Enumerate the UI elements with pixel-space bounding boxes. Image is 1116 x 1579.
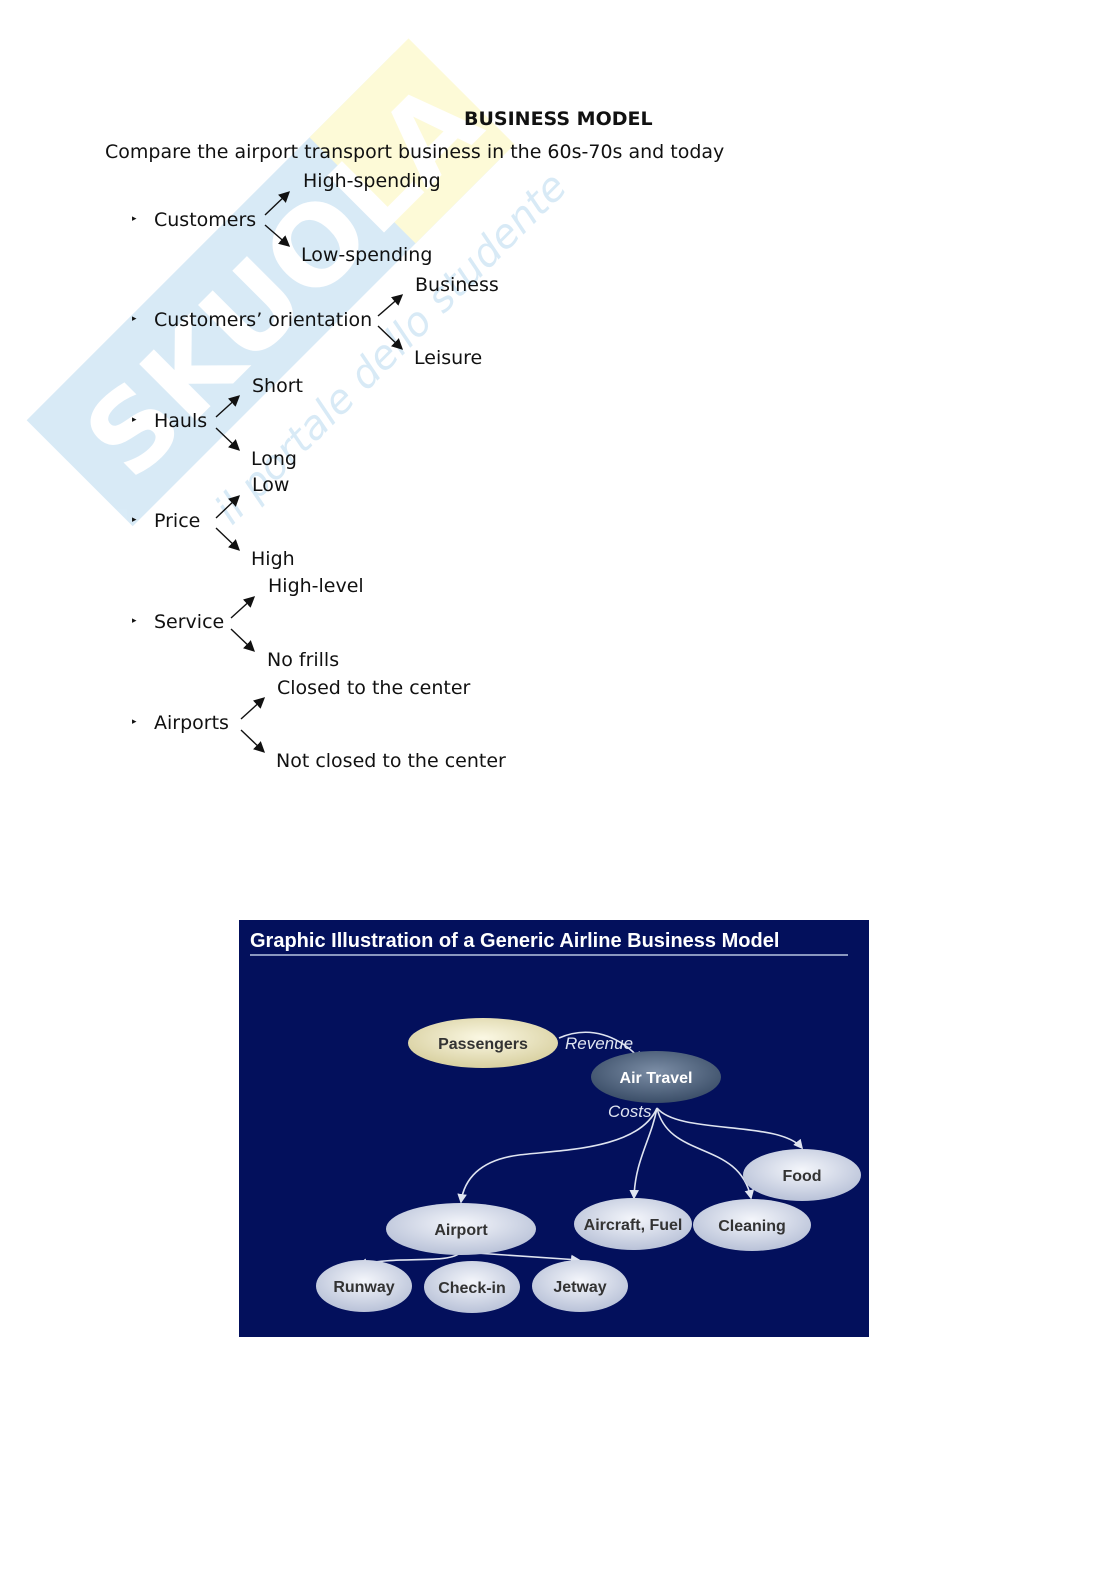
svg-text:Food: Food [782,1168,821,1185]
bullet-icon: ▸ [132,415,137,425]
branch-up: High-level [268,575,364,597]
bullet-icon: ▸ [132,616,137,626]
airline-business-model-figure: Graphic Illustration of a Generic Airlin… [239,920,869,1337]
node-checkin: Check-in [424,1261,520,1313]
bullet-icon: ▸ [132,214,137,224]
arrow-down-icon [264,224,291,247]
svg-text:Cleaning: Cleaning [718,1218,786,1235]
svg-text:Passengers: Passengers [438,1036,528,1053]
arrow-up-icon [215,495,241,519]
intro-text: Compare the airport transport business i… [105,141,725,163]
branch-down: No frills [267,649,340,671]
node-food: Food [743,1149,861,1201]
svg-text:Jetway: Jetway [553,1279,606,1296]
branch-up: Closed to the center [277,677,471,699]
branch-down: Not closed to the center [276,750,506,772]
arrow-up-icon [240,697,266,720]
item-label: Hauls [154,410,208,432]
branch-up: High-spending [303,170,441,192]
node-airport: Airport [386,1203,536,1255]
page-title: BUSINESS MODEL [464,108,653,130]
node-cleaning: Cleaning [693,1199,811,1251]
item-label: Service [154,611,225,633]
figure-title: Graphic Illustration of a Generic Airlin… [250,930,779,952]
node-aircraft-fuel: Aircraft, Fuel [574,1198,692,1250]
branch-arrows [215,191,404,753]
arrow-up-icon [377,294,404,317]
arrow-up-icon [264,191,291,216]
branch-down: High [251,548,295,570]
svg-text:Runway: Runway [333,1279,394,1296]
node-jetway: Jetway [532,1260,628,1312]
svg-text:Aircraft, Fuel: Aircraft, Fuel [584,1217,683,1234]
item-label: Airports [154,712,229,734]
bullet-icon: ▸ [132,717,137,727]
arrow-down-icon [240,729,266,753]
arrow-down-icon [377,325,404,350]
revenue-label: Revenue [565,1034,633,1053]
item-label: Price [154,510,201,532]
branch-up: Business [415,274,499,296]
arrow-down-icon [230,628,256,652]
bullet-icon: ▸ [132,515,137,525]
arrow-up-icon [230,596,256,619]
branch-down: Long [251,448,297,470]
branch-up: Short [252,375,303,397]
arrow-down-icon [215,427,241,451]
node-air-travel: Air Travel [591,1051,721,1103]
branch-down: Low-spending [301,244,433,266]
item-label: Customers [154,209,257,231]
arrow-up-icon [215,395,241,418]
costs-label: Costs [608,1102,652,1121]
node-passengers: Passengers [408,1018,558,1068]
node-runway: Runway [316,1260,412,1312]
svg-text:Check-in: Check-in [438,1280,506,1297]
item-label: Customers’ orientation [154,309,373,331]
arrow-down-icon [215,527,241,551]
branch-up: Low [252,474,290,496]
svg-text:Air Travel: Air Travel [620,1070,693,1087]
branch-down: Leisure [414,347,483,369]
svg-text:Airport: Airport [434,1222,488,1239]
bullet-icon: ▸ [132,314,137,324]
